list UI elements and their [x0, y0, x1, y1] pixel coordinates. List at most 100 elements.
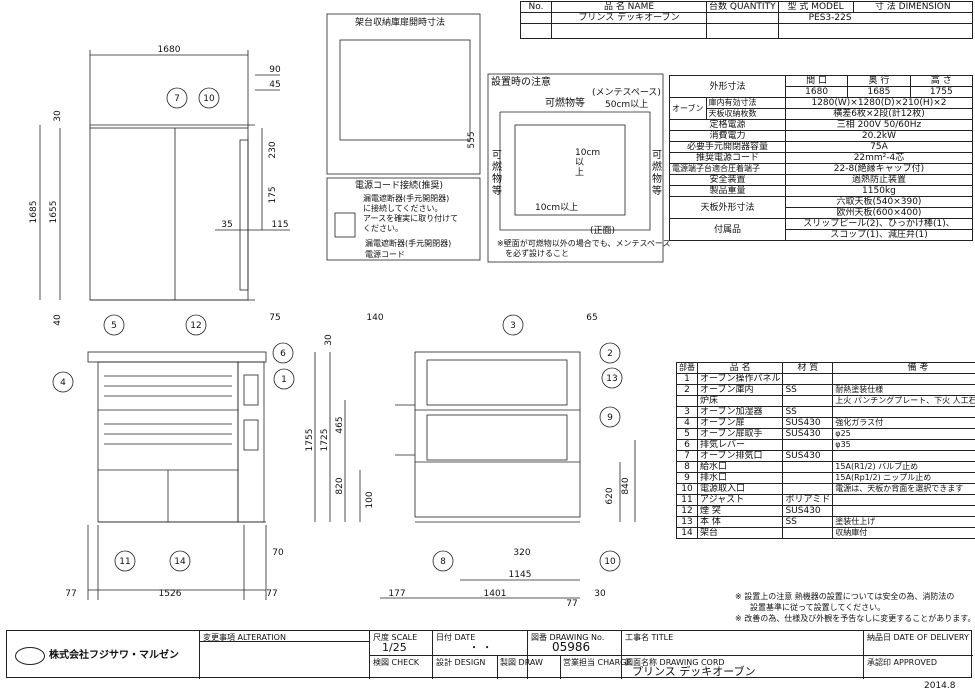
parts-cell-name: 排水口 [696, 472, 784, 484]
dim-label: 30 [324, 334, 334, 346]
callout-5 [103, 314, 125, 336]
callout-3 [502, 314, 524, 336]
spec-safety-value: 過熱防止装置 [784, 174, 974, 186]
power-line1: 漏電遮断器(手元開閉器) [363, 194, 450, 203]
callout-11 [114, 550, 136, 572]
callout-7 [166, 87, 188, 109]
spec-h-d: 奥 行 [847, 75, 911, 87]
spec-terminal-value: 22-8(絶縁キャップ付) [784, 163, 974, 175]
spec-acc-value2: スコップ(1)、減圧弁(1) [784, 229, 974, 241]
install-note2: を必ず設けること [505, 249, 569, 258]
parts-cell-no: 14 [676, 527, 698, 539]
dim-label: 77 [65, 589, 76, 599]
parts-cell-name: 本 体 [696, 516, 784, 528]
power-breaker-label: 漏電遮断器(手元開閉器) [365, 239, 452, 248]
spec-breaker-label: 必要手元開閉器容量 [669, 141, 786, 153]
callout-text: 10 [604, 557, 616, 567]
dim-label: 30 [594, 589, 606, 599]
spec-power-label: 定格電源 [669, 119, 786, 131]
power-title: 電源コード接続(推奨) [355, 181, 444, 191]
callout-text: 12 [190, 321, 201, 331]
parts-cell-mat: SUS430 [782, 450, 834, 462]
parts-cell-name: アジャスト [696, 494, 784, 506]
spec-terminal-label: 電源端子台適合圧着端子 [669, 163, 786, 175]
dim-label: 840 [621, 477, 631, 494]
parts-cell-mat: ポリアミド [782, 494, 834, 506]
spec-plate-value2: 欧州天板(600×400) [784, 207, 974, 219]
parts-cell-note: 強化ガラス付 [832, 417, 975, 429]
dim-label: 620 [605, 487, 615, 504]
scale-value: 1/25 [382, 641, 407, 654]
charge-label: 営業担当 CHARGE [563, 658, 632, 667]
callout-text: 3 [510, 321, 516, 331]
bottom-title-block: 株式会社フジサワ・マルゼン 変更事項 ALTERATION 尺度 SCALE 1… [6, 630, 973, 679]
dim-label: 75 [269, 313, 280, 323]
spec-h-h: 高 さ [909, 75, 974, 87]
parts-cell-name: オーブン操作パネル [696, 373, 784, 385]
spec-acc-label: 付属品 [669, 218, 786, 241]
spec-acc-value1: スリップピール(2)、ひっかけ棒(1)、 [784, 218, 974, 230]
door-box-frame [326, 13, 481, 175]
spec-h-w: 間 口 [784, 75, 849, 87]
dim-label: 175 [268, 186, 278, 203]
spec-v-w: 1680 [784, 86, 849, 98]
parts-cell-note: 15A(R1/2) バルブ止め [832, 461, 975, 473]
footer-date: 2014.8 [924, 681, 956, 691]
dim-label: 820 [335, 477, 345, 494]
parts-cell-name: 電源取入口 [696, 483, 784, 495]
parts-cell-no: 13 [676, 516, 698, 528]
parts-cell-note: φ25 [832, 428, 975, 440]
title-label: 工事名 TITLE [625, 633, 674, 642]
dim-label: 70 [272, 548, 284, 558]
callout-text: 2 [607, 349, 613, 359]
scale-label: 尺度 SCALE [373, 633, 418, 642]
parts-cell-note: 塗装仕上げ [832, 516, 975, 528]
dim-label: 90 [269, 65, 281, 75]
spec-power-value: 三相 200V 50/60Hz [784, 119, 974, 131]
dim-label: 177 [388, 589, 405, 599]
parts-cell-no: 8 [676, 461, 698, 473]
design-label: 設計 DESIGN [436, 658, 486, 667]
parts-cell-note: 耐熱塗装仕様 [832, 384, 975, 396]
dim-label: 115 [271, 220, 288, 230]
parts-cell-name: オーブン扉 [696, 417, 784, 429]
callout-14 [169, 550, 191, 572]
parts-cell-name: 架台 [696, 527, 784, 539]
spec-cord-value: 22mm²-4芯 [784, 152, 974, 164]
install-frame [487, 73, 664, 263]
install-note: ※壁面が可燃物以外の場合でも、メンテスペース [497, 239, 671, 248]
parts-cell-mat: SS [782, 384, 834, 396]
dim-label: 1655 [49, 201, 59, 224]
front-view-top [87, 351, 267, 363]
parts-h-no: 部番 [676, 362, 698, 374]
date-label: 日付 DATE [436, 633, 476, 642]
dim-label: 100 [365, 491, 375, 508]
spec-consume-label: 消費電力 [669, 130, 786, 142]
spec-trays-value: 横差6枚×2段(計12枚) [784, 108, 974, 120]
parts-cell-mat: SUS430 [782, 505, 834, 517]
callout-text: 7 [174, 94, 180, 104]
parts-cell-name: オーブン扉取手 [696, 428, 784, 440]
parts-cell-no: 4 [676, 417, 698, 429]
power-line3: アースを確実に取り付けて [363, 214, 459, 223]
parts-cell-name: オーブン加湿器 [696, 406, 784, 418]
dim-label: 30 [53, 110, 63, 122]
dim-label: 40 [53, 314, 63, 326]
dim-label: 1680 [158, 45, 181, 55]
callout-text: 11 [119, 557, 130, 567]
install-right-label: 可燃物等 [652, 150, 662, 197]
spec-plate-value1: 六取天板(540×390) [784, 196, 974, 208]
date-value: ・ ・ [469, 643, 493, 654]
callout-text: 14 [174, 557, 186, 567]
install-space-top: 50cm以上 [605, 100, 649, 110]
callout-text: 5 [111, 321, 117, 331]
company-logo-text: 株式会社フジサワ・マルゼン [49, 650, 179, 661]
callout-text: 6 [280, 349, 286, 359]
spec-inner-label: 庫内有効寸法 [705, 97, 786, 109]
dim-label: 465 [335, 416, 345, 433]
